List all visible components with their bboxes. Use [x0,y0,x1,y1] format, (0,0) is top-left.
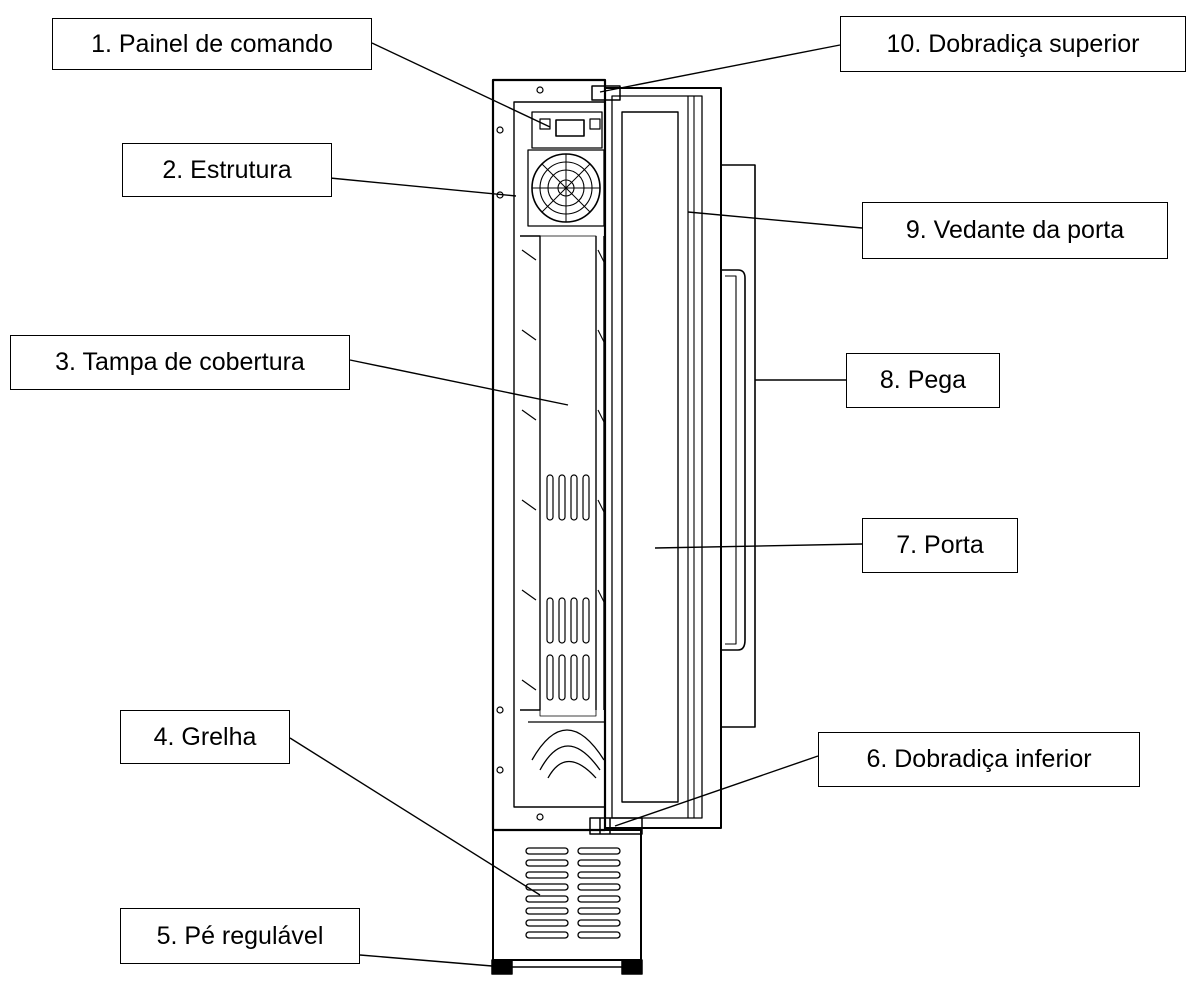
label-grille: 4. Grelha [120,710,290,764]
bottom-shelf [528,721,605,779]
handle [720,164,756,728]
label-structure: 2. Estrutura [122,143,332,197]
door [604,87,722,829]
label-door-seal: 9. Vedante da porta [862,202,1168,259]
adjustable-feet [491,959,643,975]
cover-vents [546,474,590,701]
label-adjustable-foot: 5. Pé regulável [120,908,360,964]
label-upper-hinge: 10. Dobradiça superior [840,16,1186,72]
control-panel [531,111,603,149]
label-control-panel: 1. Painel de comando [52,18,372,70]
grille [492,829,642,961]
leader-lines [289,42,863,967]
fan [527,149,605,227]
label-door: 7. Porta [862,518,1018,573]
label-handle: 8. Pega [846,353,1000,408]
hinges [589,85,643,835]
label-cover: 3. Tampa de cobertura [10,335,350,390]
cover-panel [520,235,605,717]
label-lower-hinge: 6. Dobradiça inferior [818,732,1140,787]
